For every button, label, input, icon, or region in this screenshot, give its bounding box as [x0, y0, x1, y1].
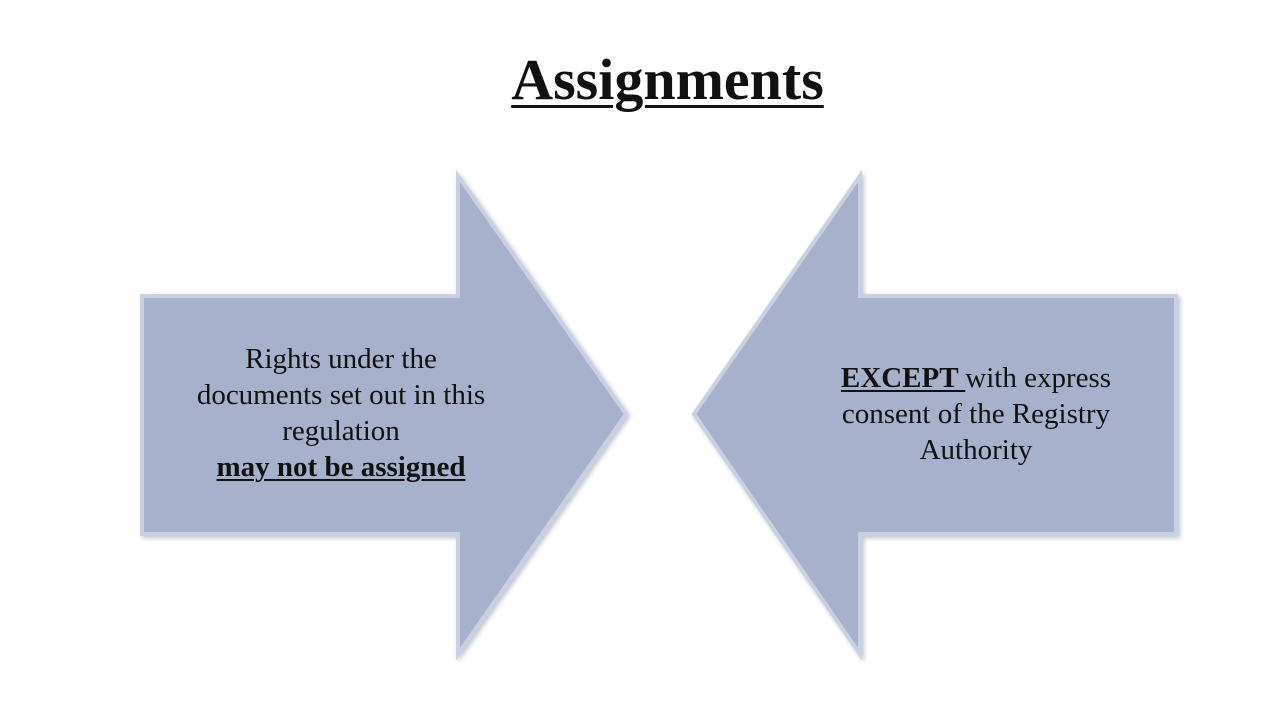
left-arrow-line-1: Rights under the: [245, 343, 437, 375]
right-arrow-line-2: consent of the Registry: [841, 398, 1111, 430]
may-not-be-assigned-text: may not be assigned: [216, 451, 466, 483]
right-arrow-line-1: EXCEPT with express: [800, 360, 1152, 396]
left-pointing-arrow: [691, 169, 1178, 661]
right-arrow-line-1-rest: with express: [965, 362, 1112, 394]
left-arrow-line-3: regulation: [282, 415, 400, 447]
left-arrow-text: Rights under the documents set out in th…: [150, 341, 532, 485]
right-arrow-text: EXCEPT with express consent of the Regis…: [800, 360, 1152, 468]
left-arrow-line-2: documents set out in this: [196, 379, 486, 411]
slide-title: Assignments: [511, 47, 824, 112]
right-pointing-arrow: [140, 169, 629, 661]
left-arrow-emphasis-line: may not be assigned: [150, 449, 532, 485]
except-keyword: EXCEPT: [840, 362, 966, 394]
right-arrow-line-3: Authority: [919, 434, 1033, 466]
